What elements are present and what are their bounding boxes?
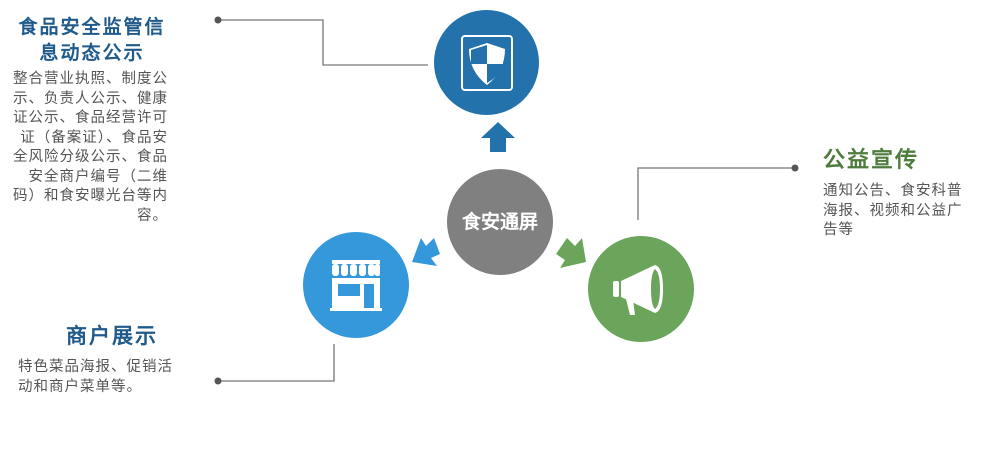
node-publicity: [588, 236, 694, 342]
node-title-merchant: 商户展示: [66, 324, 158, 348]
megaphone-icon: [613, 265, 663, 315]
node-monitoring: [434, 10, 539, 115]
center-node: 食安通屏: [447, 169, 553, 275]
node-merchant: [303, 232, 409, 338]
shield-icon: [460, 34, 513, 91]
center-label: 食安通屏: [461, 210, 538, 233]
storefront-icon: [330, 260, 382, 311]
node-title-monitoring: 食品安全监管信息动态公示: [18, 16, 166, 64]
node-title-publicity: 公益宣传: [823, 148, 920, 173]
node-desc-monitoring: 整合营业执照、制度公示、负责人公示、健康证公示、食品经营许可证（备案证）、食品安…: [13, 71, 168, 224]
arrow-down-right: [556, 238, 586, 268]
node-desc-publicity: 通知公告、食安科普海报、视频和公益广告等: [823, 183, 963, 238]
node-desc-merchant: 特色菜品海报、促销活动和商户菜单等。: [18, 359, 173, 395]
arrow-down-left: [412, 238, 440, 266]
arrow-up: [481, 122, 515, 152]
